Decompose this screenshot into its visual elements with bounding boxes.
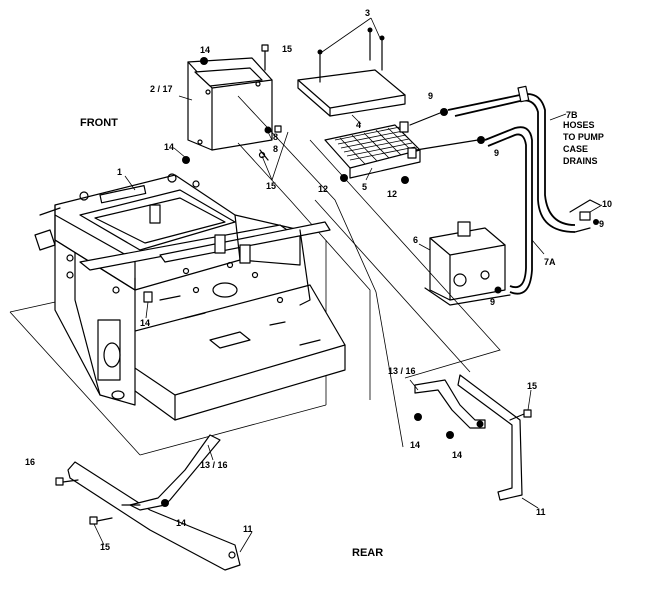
callout-3: 3 <box>365 8 370 18</box>
reference-lines <box>9 95 501 456</box>
callout-15-top: 15 <box>282 44 292 54</box>
hoses-7a-7b <box>447 85 601 295</box>
front-label: FRONT <box>80 117 118 129</box>
hoses-note-line-1: HOSES <box>563 120 595 130</box>
callout-7b: 7B <box>566 110 578 120</box>
callout-9-right: 9 <box>599 219 604 229</box>
hoses-note-line-3: CASE <box>563 144 588 154</box>
callout-9-upper: 9 <box>428 91 433 101</box>
callout-4: 4 <box>356 120 361 130</box>
callout-9-lower: 9 <box>490 297 495 307</box>
callout-8-upper: 8 <box>273 132 278 142</box>
callout-1: 1 <box>117 167 122 177</box>
callout-14-frame: 14 <box>140 318 150 328</box>
callout-8-lower: 8 <box>273 144 278 154</box>
cover-plate-2-17 <box>187 44 282 161</box>
rear-label: REAR <box>352 547 383 559</box>
lower-left-brackets <box>55 434 241 571</box>
callout-10: 10 <box>602 199 612 209</box>
callout-11-right: 11 <box>536 507 546 517</box>
text-labels: FRONT REAR HOSES TO PUMP CASE DRAINS 1 2… <box>25 8 612 559</box>
callout-11-left: 11 <box>243 524 253 534</box>
callout-14-right-a: 14 <box>410 440 420 450</box>
callout-13-16-right: 13 / 16 <box>388 366 416 376</box>
callout-9-middle: 9 <box>494 148 499 158</box>
callout-15-middle: 15 <box>266 181 276 191</box>
callout-leaders <box>93 17 603 553</box>
hoses-note-line-2: TO PUMP <box>563 132 604 142</box>
callout-12-left: 12 <box>318 184 328 194</box>
callout-5: 5 <box>362 182 367 192</box>
callout-14-top: 14 <box>200 45 210 55</box>
callout-2-17: 2 / 17 <box>150 84 173 94</box>
callout-15-left: 15 <box>100 542 110 552</box>
main-frame <box>34 156 346 421</box>
right-brackets <box>414 374 532 501</box>
callout-7a: 7A <box>544 257 556 267</box>
callout-6: 6 <box>413 235 418 245</box>
callout-13-16-left: 13 / 16 <box>200 460 228 470</box>
callout-14-right-b: 14 <box>452 450 462 460</box>
oil-cooler-assembly <box>297 27 485 184</box>
callout-12-right: 12 <box>387 189 397 199</box>
callout-14-left: 14 <box>176 518 186 528</box>
callout-16: 16 <box>25 457 35 467</box>
reservoir-tank-6 <box>424 221 511 306</box>
hoses-note-line-4: DRAINS <box>563 156 598 166</box>
callout-15-right: 15 <box>527 381 537 391</box>
callout-14-frame-top: 14 <box>164 142 174 152</box>
